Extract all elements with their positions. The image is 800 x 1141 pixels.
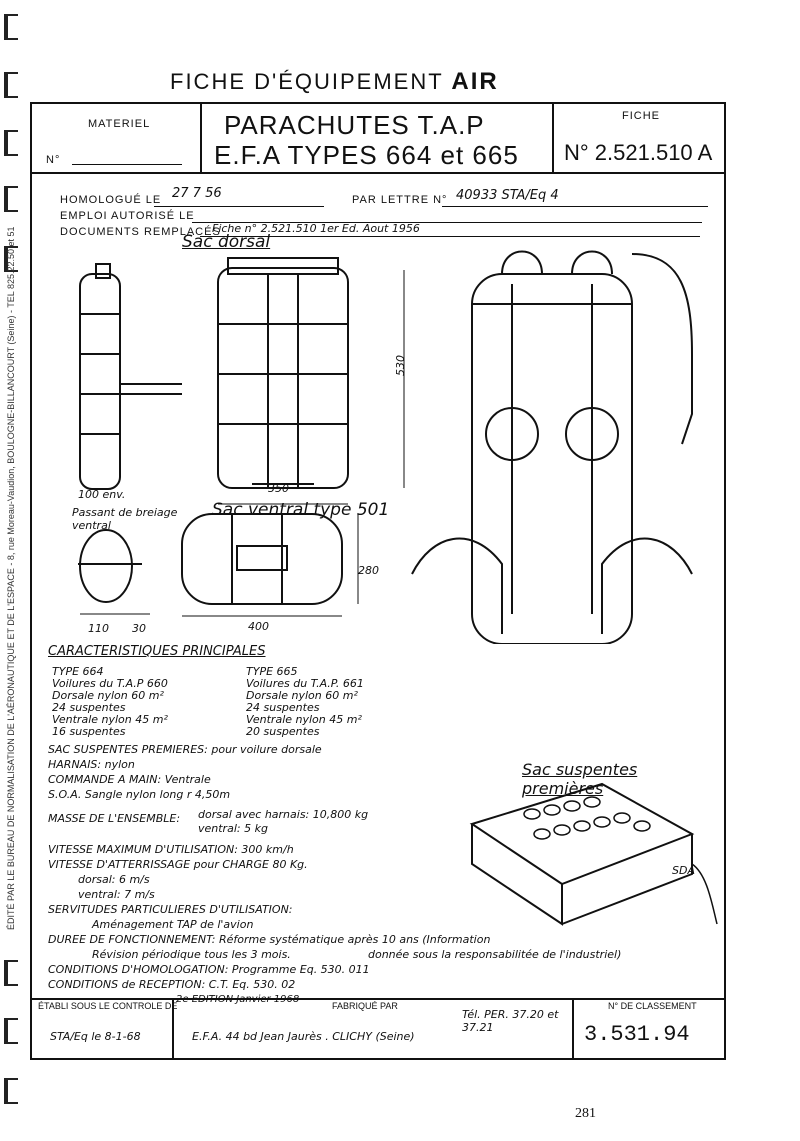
masse-block: MASSE DE L'ENSEMBLE: dorsal avec harnais…: [48, 808, 468, 835]
duree-spec: DUREE DE FONCTIONNEMENT: Réforme systéma…: [48, 933, 491, 946]
duree-spec-2: donnée sous la responsabilitée de l'indu…: [368, 948, 622, 961]
passant-label: Passant de breiage ventral: [72, 506, 178, 532]
dim-350: 350: [268, 482, 289, 495]
equipment-drawings: [78, 250, 693, 644]
no-label: N°: [46, 154, 61, 166]
binding-mark: [4, 130, 18, 156]
fiche-number: N° 2.521.510 A: [564, 140, 713, 165]
ventral-side-view: [78, 529, 150, 615]
documents-label: DOCUMENTS REMPLACÉS: [60, 226, 221, 238]
document-frame: MATERIEL N° PARACHUTES T.A.P E.F.A TYPES…: [30, 102, 726, 1060]
binding-mark: [4, 72, 18, 98]
conditions-homologation: CONDITIONS D'HOMOLOGATION: Programme Eq.…: [48, 963, 370, 976]
sac-suspentes-spec: SAC SUSPENTES PREMIERES: pour voilure do…: [48, 743, 322, 756]
fiche-label: FICHE: [622, 110, 660, 122]
binding-mark: [4, 14, 18, 40]
dim-100: 100 env.: [78, 488, 126, 501]
binding-mark: [4, 186, 18, 212]
type-664-block: TYPE 664 Voilures du T.A.P 660 Dorsale n…: [52, 665, 168, 738]
servitudes-spec: SERVITUDES PARTICULIERES D'UTILISATION:: [48, 903, 293, 916]
dim-530: 530: [394, 355, 407, 376]
sac-dorsal-label: Sac dorsal: [182, 232, 271, 252]
classement-value: 3.531.94: [584, 1022, 690, 1047]
binding-mark: [4, 1018, 18, 1044]
fabrique-label: FABRIQUÉ PAR: [332, 1001, 398, 1011]
dim-30: 30: [132, 622, 146, 635]
dorsal-back-view: [217, 257, 405, 505]
dim-280: 280: [358, 564, 379, 577]
specs-block-2: VITESSE MAXIMUM D'UTILISATION: 300 km/h …: [48, 842, 728, 1007]
conditions-reception: CONDITIONS de RECEPTION: C.T. Eq. 530. 0…: [48, 978, 296, 991]
sac-suspentes-drawing: [469, 782, 718, 926]
tel-value: Tél. PER. 37.20 et 37.21: [462, 1008, 559, 1034]
sac-suspentes-label: Sac suspentes premières: [522, 760, 638, 798]
dorsal-side-view: [79, 263, 182, 490]
equipment-name-line2: E.F.A TYPES 664 et 665: [214, 140, 519, 170]
sac-ventral-label: Sac ventral type 501: [212, 500, 390, 520]
equipment-name-line1: PARACHUTES T.A.P: [224, 110, 485, 140]
materiel-label: MATERIEL: [88, 118, 151, 130]
binding-mark: [4, 246, 18, 272]
dim-110: 110: [88, 622, 109, 635]
vitesse-att-spec: VITESSE D'ATTERRISSAGE pour CHARGE 80 Kg…: [48, 858, 308, 871]
classement-label: N° DE CLASSEMENT: [608, 1001, 697, 1011]
servitudes-value: Aménagement TAP de l'avion: [92, 918, 254, 931]
masse-dorsal: dorsal avec harnais: 10,800 kg: [198, 808, 369, 821]
harnais-spec: HARNAIS: nylon: [48, 758, 135, 771]
specs-block-1: SAC SUSPENTES PREMIERES: pour voilure do…: [48, 742, 408, 802]
etabli-label: ÉTABLI SOUS LE CONTROLE DE: [38, 1001, 178, 1011]
homologue-value: 27 7 56: [172, 186, 222, 201]
masse-ventral: ventral: 5 kg: [198, 822, 268, 835]
documents-value: Fiche n° 2.521.510 1er Ed. Aout 1956: [212, 222, 420, 235]
sda-label: SDA: [672, 864, 695, 877]
soa-spec: S.O.A. Sangle nylon long r 4,50m: [48, 788, 231, 801]
type-665-block: TYPE 665 Voilures du T.A.P. 661 Dorsale …: [246, 665, 364, 738]
dim-400: 400: [248, 620, 269, 633]
par-lettre-label: PAR LETTRE N°: [352, 194, 448, 206]
etabli-value: STA/Eq le 8-1-68: [50, 1030, 141, 1043]
fabrique-value: E.F.A. 44 bd Jean Jaurès . CLICHY (Seine…: [192, 1030, 415, 1043]
par-lettre-value: 40933 STA/Eq 4: [456, 188, 559, 203]
revision-spec: Révision périodique tous les 3 mois.: [92, 948, 291, 961]
masse-label: MASSE DE L'ENSEMBLE:: [48, 812, 181, 825]
harness-drawing: [411, 250, 693, 644]
characteristics-heading: CARACTERISTIQUES PRINCIPALES: [48, 644, 266, 659]
emploi-label: EMPLOI AUTORISÉ LE: [60, 210, 195, 222]
vitesse-max-spec: VITESSE MAXIMUM D'UTILISATION: 300 km/h: [48, 843, 294, 856]
att-ventral: ventral: 7 m/s: [78, 888, 155, 901]
homologue-label: HOMOLOGUÉ LE: [60, 194, 162, 206]
binding-mark: [4, 960, 18, 986]
page-title: FICHE D'ÉQUIPEMENT AIR: [170, 68, 499, 95]
page-number: 281: [575, 1106, 596, 1121]
att-dorsal: dorsal: 6 m/s: [78, 873, 150, 886]
side-publisher-text: ÉDITÉ PAR LE BUREAU DE NORMALISATION DE …: [6, 226, 16, 930]
commande-spec: COMMANDE A MAIN: Ventrale: [48, 773, 211, 786]
ventral-front-view: [181, 513, 359, 617]
binding-mark: [4, 1078, 18, 1104]
